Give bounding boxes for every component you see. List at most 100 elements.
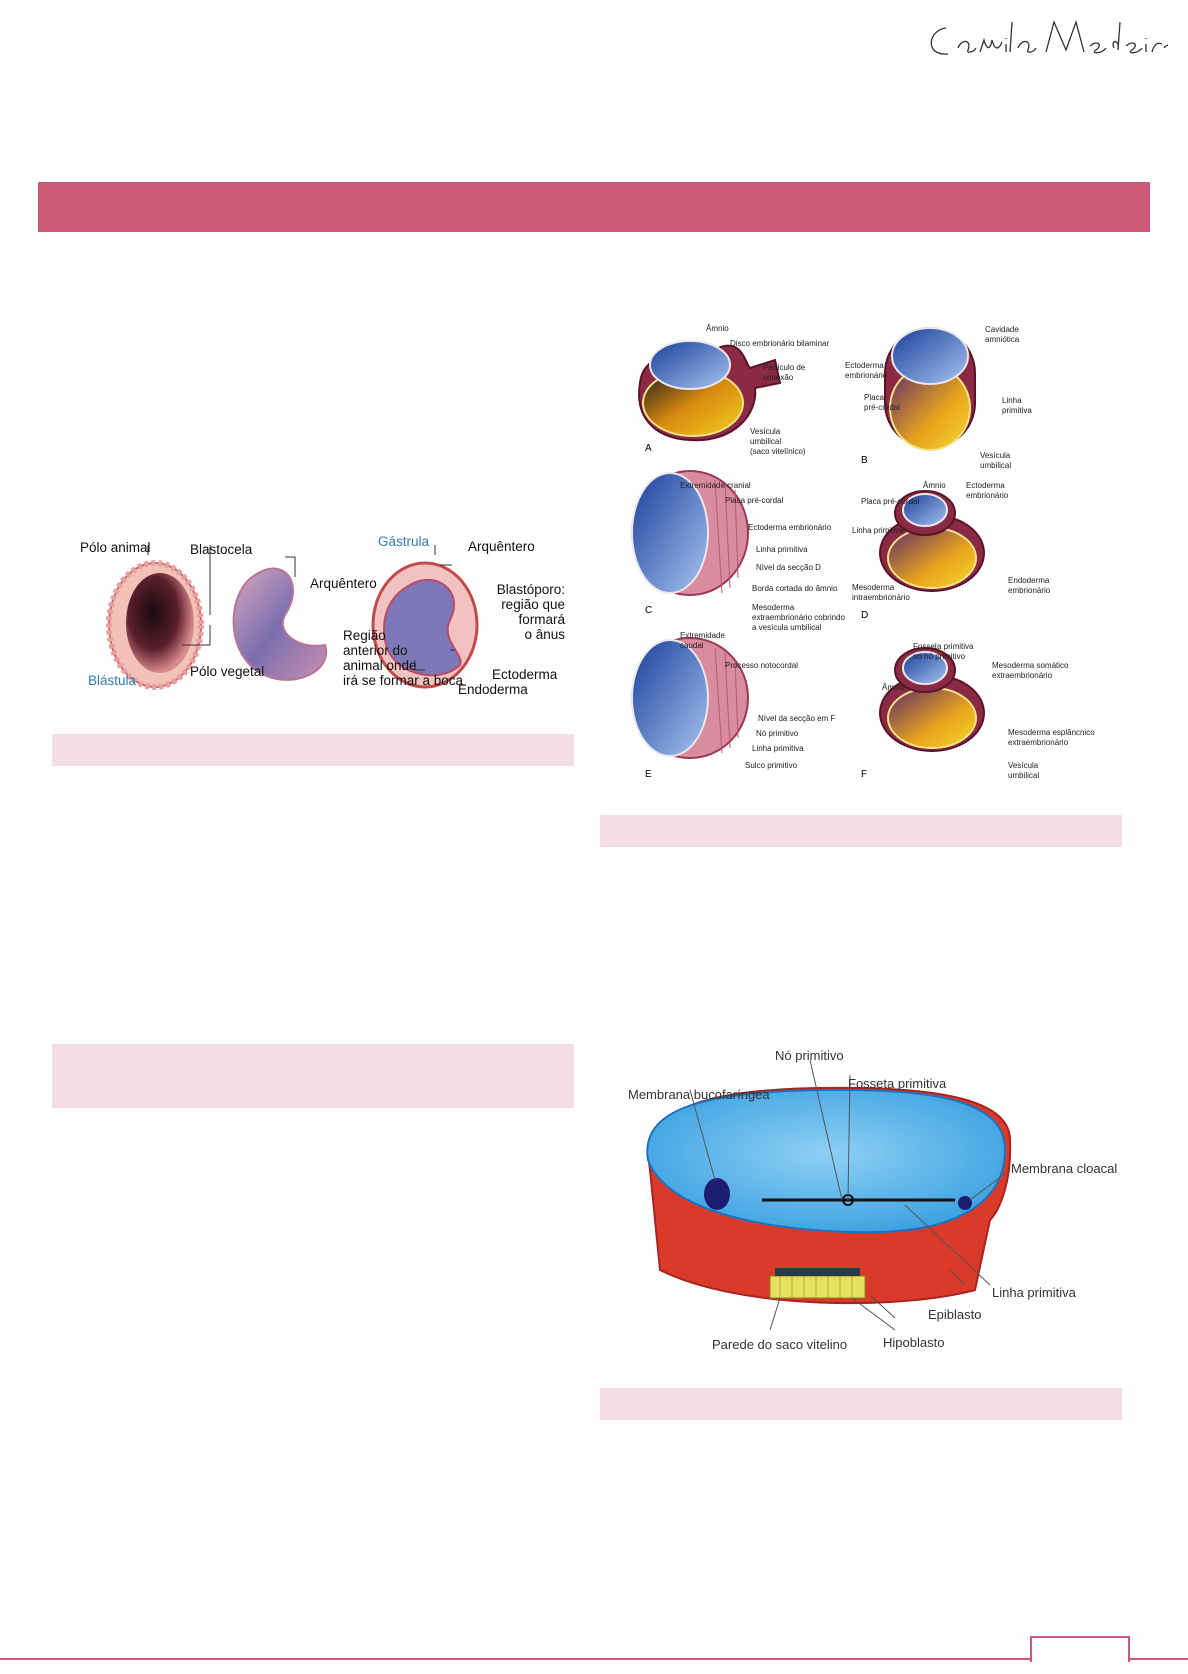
label-a-pediculo-2: conexão (763, 373, 794, 382)
label-e-linha: Linha primitiva (752, 744, 804, 753)
label-d-linha: Linha primitiva (852, 526, 904, 535)
label-b-placa-2: pré-cordal (864, 403, 900, 412)
label-f-vesicula-1: Vesícula (1008, 761, 1039, 770)
label-e-extremidade-1: Extremidade (680, 631, 725, 640)
label-c-extremidade: Extremidade cranial (680, 481, 751, 490)
blastoporo-line-3: formará (518, 612, 565, 627)
label-a-vesicula-2: umbilical (750, 437, 781, 446)
panel-d (879, 490, 985, 592)
label-a-disco: Disco embrionário bilaminar (730, 339, 829, 348)
fig1-label-blastula: Blástula (88, 673, 137, 688)
fig1-label-arquentero-middle: Arquêntero (310, 576, 377, 591)
fig1-label-blastocela: Blastocela (190, 542, 253, 557)
figure1-caption-bar (52, 734, 574, 766)
label-b-cavidade-2: amniótica (985, 335, 1020, 344)
label-e-extremidade-2: caudal (680, 641, 704, 650)
fig1-label-polo-vegetal: Pólo vegetal (190, 664, 265, 679)
bucofaringea-shape (704, 1178, 730, 1210)
fig3-label-epiblasto: Epiblasto (928, 1307, 982, 1322)
label-f-meso-som-1: Mesoderma somático (992, 661, 1069, 670)
figure-embryo-panels: A B C D E F Âmnio Disco embrionário bila… (630, 308, 1110, 788)
blastoporo-line-2: região que (501, 597, 565, 612)
label-e-no: Nó primitivo (756, 729, 799, 738)
fig3-label-linha-primitiva: Linha primitiva (992, 1285, 1076, 1300)
label-f-fosseta-2: no nó primitivo (913, 652, 966, 661)
panel-letter-c: C (645, 605, 652, 616)
regiao-line-1: Região (343, 628, 386, 643)
fig3-label-fosseta: Fosseta primitiva (848, 1076, 947, 1091)
panel-f (879, 647, 985, 752)
author-signature (918, 8, 1173, 68)
label-b-ectoderma-1: Ectoderma (845, 361, 884, 370)
embryo-panels-illustration: A B C D E F Âmnio Disco embrionário bila… (631, 324, 1095, 780)
fig3-label-no-primitivo: Nó primitivo (775, 1048, 844, 1063)
fig3-label-parede: Parede do saco vitelino (712, 1337, 848, 1352)
label-d-meso-1: Mesoderma (852, 583, 895, 592)
label-d-placa: Placa pré-cordal (861, 497, 919, 506)
panel-a (638, 340, 782, 442)
label-a-pediculo-1: Pedículo de (763, 363, 806, 372)
label-d-ecto-2: embrionário (966, 491, 1009, 500)
label-b-ectoderma-2: embrionário (845, 371, 888, 380)
label-e-sulco: Sulco primitivo (745, 761, 798, 770)
fig3-label-membrana-cloacal: Membrana cloacal (1011, 1161, 1118, 1176)
label-d-endo-2: embrionário (1008, 586, 1051, 595)
label-b-linha-1: Linha (1002, 396, 1022, 405)
panel-letter-f: F (861, 769, 867, 780)
fig1-label-ectoderma: Ectoderma (492, 667, 558, 682)
section-banner (38, 182, 1150, 232)
blastocoel-shape (126, 573, 194, 673)
blastoporo-line-4: o ânus (524, 627, 565, 642)
label-c-ectoderma: Ectoderma embrionário (748, 523, 832, 532)
panel-c (631, 470, 749, 596)
label-d-ecto-1: Ectoderma (966, 481, 1005, 490)
figure2-caption-bar (600, 815, 1122, 847)
panel-letter-e: E (645, 769, 652, 780)
fig1-label-regiao: Região anterior do animal onde irá se fo… (343, 628, 463, 688)
label-a-vesicula-1: Vesícula (750, 427, 781, 436)
label-a-amnio: Âmnio (706, 324, 729, 333)
label-b-placa-1: Placa (864, 393, 885, 402)
label-f-fosseta-1: Fosseta primitiva (913, 642, 974, 651)
label-d-endo-1: Endoderma (1008, 576, 1050, 585)
figure3-caption-bar (600, 1388, 1122, 1420)
label-d-meso-2: intraembrionário (852, 593, 910, 602)
fig1-label-arquentero-right: Arquêntero (468, 539, 535, 554)
regiao-line-3: animal onde (343, 658, 417, 673)
footer-line (0, 1658, 1188, 1660)
label-c-meso-1: Mesoderma (752, 603, 795, 612)
figure-blastula-gastrula (80, 526, 570, 715)
label-a-vesicula-3: (saco vitelínico) (750, 447, 806, 456)
text-box-left (52, 1044, 574, 1108)
label-c-nivel: Nível da secção D (756, 563, 821, 572)
cloacal-shape (958, 1196, 972, 1210)
fig1-label-blastoporo: Blastóporo: região que formará o ânus (475, 582, 565, 642)
panel-letter-a: A (645, 443, 652, 454)
fig1-label-endoderma: Endoderma (458, 682, 528, 697)
label-f-meso-esp-1: Mesoderma esplâncnico (1008, 728, 1095, 737)
blastoporo-line-1: Blastóporo: (496, 582, 565, 597)
label-c-borda: Borda cortada do âmnio (752, 584, 838, 593)
regiao-line-4: irá se formar a boca (343, 673, 464, 688)
label-f-vesicula-2: umbilical (1008, 771, 1039, 780)
page-number-box (1030, 1636, 1130, 1662)
label-c-meso-3: a vesícula umbilical (752, 623, 822, 632)
label-e-nivel: Nível da secção em F (758, 714, 835, 723)
label-b-vesicula-2: umbilical (980, 461, 1011, 470)
label-d-amnio: Âmnio (923, 481, 946, 490)
label-b-cavidade-1: Cavidade (985, 325, 1019, 334)
fig1-label-gastrula: Gástrula (378, 534, 430, 549)
regiao-line-2: anterior do (343, 643, 408, 658)
label-f-amnio: Âmnio (882, 683, 905, 692)
fig3-label-hipoblasto: Hipoblasto (883, 1335, 945, 1350)
label-b-linha-2: primitiva (1002, 406, 1032, 415)
embryonic-disc-illustration (646, 1059, 1012, 1331)
label-c-linha: Linha primitiva (756, 545, 808, 554)
blastula-gastrula-illustration (106, 526, 479, 690)
label-e-processo: Processo notocordal (725, 661, 798, 670)
panel-e (631, 637, 749, 759)
signature-graphic (930, 19, 1173, 55)
fig3-label-membrana-buco: Membrana bucofaríngea (628, 1087, 770, 1102)
figure-embryonic-disc (620, 1040, 1120, 1360)
label-f-meso-som-2: extraembrionário (992, 671, 1053, 680)
